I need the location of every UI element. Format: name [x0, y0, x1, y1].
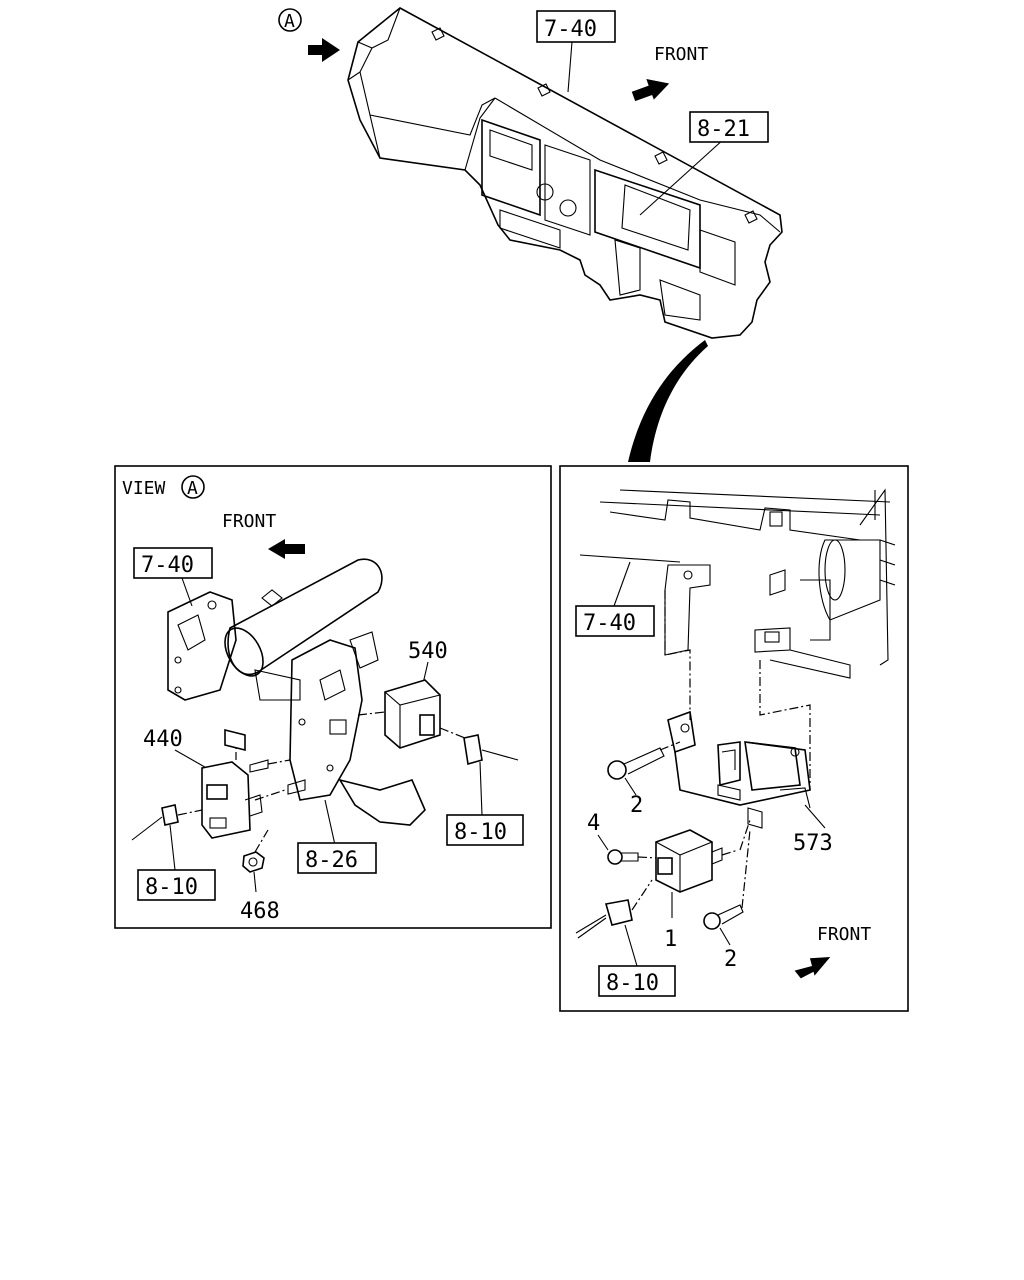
bolt-2-lower: 2 — [703, 829, 751, 972]
svg-text:2: 2 — [630, 793, 643, 818]
svg-text:1: 1 — [664, 927, 677, 952]
svg-text:573: 573 — [793, 831, 833, 856]
svg-text:540: 540 — [408, 639, 448, 664]
steering-bracket-assembly — [167, 558, 426, 826]
ref-box-7-40-right: 7-40 — [575, 561, 655, 637]
ref-box-8-10-left-left: 8-10 — [137, 869, 216, 901]
svg-text:FRONT: FRONT — [654, 44, 708, 65]
svg-text:4: 4 — [587, 811, 600, 836]
bolt-2-upper: 2 — [607, 741, 681, 818]
svg-text:7-40: 7-40 — [583, 611, 636, 636]
svg-text:468: 468 — [240, 899, 280, 924]
front-indicator-top: FRONT — [631, 44, 708, 102]
svg-text:8-10: 8-10 — [145, 875, 198, 900]
front-arrow-icon — [268, 539, 305, 559]
front-indicator-right: FRONT — [794, 924, 871, 979]
svg-text:7-40: 7-40 — [141, 553, 194, 578]
relay-bracket-573: 573 — [667, 710, 833, 856]
ref-box-8-21-top: 8-21 — [689, 111, 769, 143]
detail-callout-arrow — [628, 340, 708, 462]
dashboard-outline — [347, 7, 783, 339]
svg-text:440: 440 — [143, 727, 183, 752]
view-direction-arrow — [308, 38, 340, 62]
ref-box-7-40-left: 7-40 — [133, 547, 213, 607]
dash-frame-detail — [579, 488, 896, 790]
ref-box-7-40-top: 7-40 — [536, 10, 616, 43]
svg-text:FRONT: FRONT — [222, 511, 276, 532]
dashboard-assembly: A — [278, 7, 783, 339]
svg-text:2: 2 — [724, 947, 737, 972]
svg-text:8-10: 8-10 — [606, 971, 659, 996]
svg-text:8-26: 8-26 — [305, 848, 358, 873]
bolt-4: 4 — [587, 811, 659, 865]
ref-box-8-10-right: 8-10 — [598, 965, 676, 997]
detail-panel — [559, 465, 909, 1012]
svg-text:VIEW: VIEW — [122, 478, 166, 499]
svg-text:8-10: 8-10 — [454, 820, 507, 845]
svg-text:7-40: 7-40 — [544, 17, 597, 42]
part-540-relay: 540 — [357, 639, 519, 816]
part-1-relay: 1 — [655, 819, 751, 952]
view-marker-label: A — [284, 11, 295, 32]
front-indicator-left: FRONT — [222, 511, 305, 559]
ref-box-8-26: 8-26 — [297, 799, 377, 874]
front-arrow-icon — [631, 79, 670, 102]
part-468-nut: 468 — [240, 829, 280, 924]
view-a-panel — [114, 465, 552, 929]
svg-text:A: A — [187, 478, 198, 499]
view-a-title: VIEW A — [122, 475, 205, 499]
part-440-controller: 440 — [131, 727, 306, 871]
front-arrow-icon — [794, 956, 831, 979]
ref-box-8-10-left-right: 8-10 — [446, 814, 524, 846]
svg-text:FRONT: FRONT — [817, 924, 871, 945]
connector-right — [575, 879, 653, 967]
svg-text:8-21: 8-21 — [697, 117, 750, 142]
view-marker-circle — [278, 8, 302, 32]
